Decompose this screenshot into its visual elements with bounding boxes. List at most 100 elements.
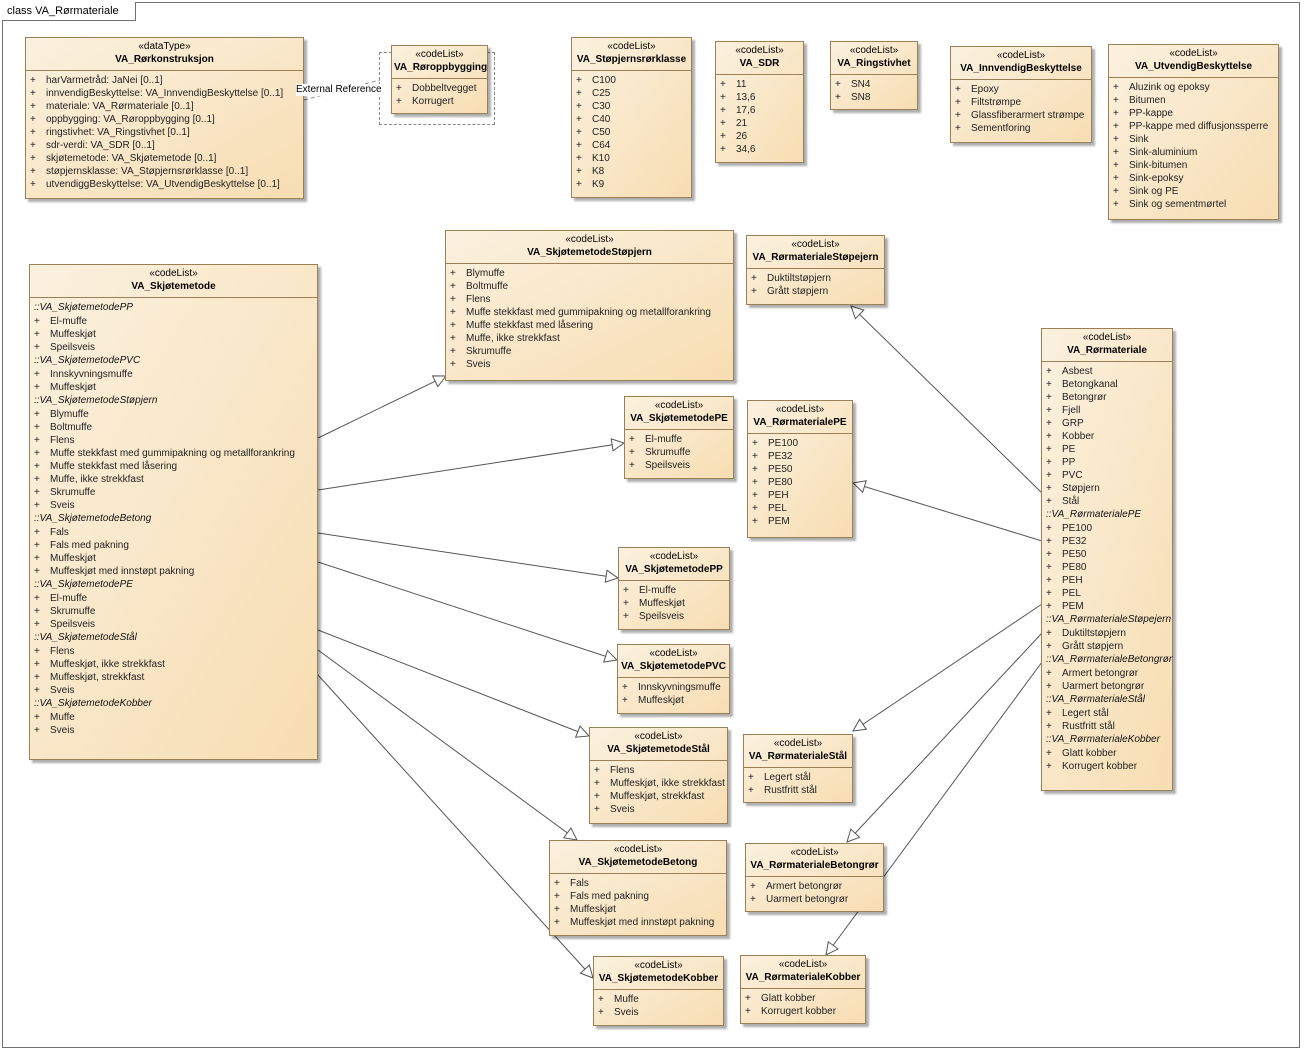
list-item: +Sveis	[34, 684, 314, 697]
plus-marker: +	[1046, 496, 1052, 507]
class-va-ringstivhet[interactable]: «codeList»VA_Ringstivhet+SN4+SN8	[830, 41, 918, 110]
plus-marker: +	[720, 79, 726, 90]
plus-marker: +	[1046, 483, 1052, 494]
class-va-skjotemetode-kobber[interactable]: «codeList»VA_SkjøtemetodeKobber+Muffe+Sv…	[593, 956, 724, 1026]
item-label: Muffeskjøt med innstøpt pakning	[570, 917, 715, 928]
class-va-skjotemetode-pp[interactable]: «codeList»VA_SkjøtemetodePP+El-muffe+Muf…	[618, 547, 730, 630]
class-va-rormateriale-stopejern[interactable]: «codeList»VA_RørmaterialeStøpejern+Dukti…	[746, 235, 885, 305]
list-item: +C25	[576, 87, 688, 100]
class-va-rormateriale-betongror[interactable]: «codeList»VA_RørmaterialeBetongrør+Armer…	[745, 843, 884, 912]
class-va-rormateriale-kobber[interactable]: «codeList»VA_RørmaterialeKobber+Glatt ko…	[740, 955, 866, 1024]
list-item: +Grått støpjern	[1046, 640, 1169, 653]
plus-marker: +	[1046, 641, 1052, 652]
item-label: Armert betongrør	[766, 881, 843, 892]
plus-marker: +	[34, 646, 40, 657]
item-label: C25	[592, 88, 611, 99]
plus-marker: +	[576, 114, 582, 125]
list-item: +Muffe stekkfast med låsering	[450, 319, 730, 332]
item-label: Kobber	[1062, 431, 1095, 442]
list-item: +Epoxy	[955, 83, 1088, 96]
item-label: PE50	[768, 464, 793, 475]
plus-marker: +	[30, 140, 36, 151]
list-item: +Innskyvningsmuffe	[34, 368, 314, 381]
list-item: +utvendiggBeskyttelse: VA_UtvendigBeskyt…	[30, 178, 300, 191]
class-header: «codeList»VA_SkjøtemetodeKobber	[594, 957, 723, 990]
list-item: +PEM	[752, 515, 849, 528]
list-item: +K8	[576, 165, 688, 178]
diagram-title: class VA_Rørmateriale	[2, 2, 136, 21]
plus-marker: +	[396, 96, 402, 107]
plus-marker: +	[34, 435, 40, 446]
item-label: Grått støpjern	[767, 286, 829, 297]
class-va-skjotemetode[interactable]: «codeList»VA_Skjøtemetode::VA_Skjøtemeto…	[29, 264, 318, 760]
item-label: ringstivhet: VA_Ringstivhet [0..1]	[46, 127, 190, 138]
plus-marker: +	[1113, 173, 1119, 184]
class-va-sdr[interactable]: «codeList»VA_SDR+11+13,6+17,6+21+26+34,6	[715, 41, 804, 163]
item-label: Uarmert betongrør	[1062, 681, 1145, 692]
class-va-skjotemetode-stal[interactable]: «codeList»VA_SkjøtemetodeStål+Flens+Muff…	[589, 727, 728, 824]
class-va-innvendigbeskyttelse[interactable]: «codeList»VA_InnvendigBeskyttelse+Epoxy+…	[950, 46, 1092, 143]
group-label: ::VA_SkjøtemetodePVC	[34, 355, 141, 366]
list-item: +21	[720, 117, 800, 130]
plus-marker: +	[1046, 668, 1052, 679]
class-body: +Blymuffe+Boltmuffe+Flens+Muffe stekkfas…	[446, 264, 733, 375]
class-stereotype: «codeList»	[634, 960, 683, 971]
item-label: Sveis	[50, 685, 75, 696]
list-item: +PEL	[1046, 587, 1169, 600]
item-label: PP-kappe med diffusjonssperre	[1129, 121, 1269, 132]
plus-marker: +	[1046, 549, 1052, 560]
class-stereotype: «dataType»	[138, 41, 191, 52]
item-label: 17,6	[736, 105, 756, 116]
plus-marker: +	[576, 75, 582, 86]
plus-marker: +	[1046, 562, 1052, 573]
class-va-utvendigbeskyttelse[interactable]: «codeList»VA_UtvendigBeskyttelse+Aluzink…	[1108, 44, 1279, 220]
class-va-rorkonstruksjon[interactable]: «dataType»VA_Rørkonstruksjon+harVarmetrå…	[25, 37, 304, 199]
plus-marker: +	[623, 585, 629, 596]
class-va-stopjernsrorklasse[interactable]: «codeList»VA_Støpjernsrørklasse+C100+C25…	[571, 37, 692, 198]
item-label: Boltmuffe	[50, 422, 93, 433]
item-label: Glatt kobber	[761, 993, 816, 1004]
item-label: innvendigBeskyttelse: VA_InnvendigBeskyt…	[46, 88, 284, 99]
realization-skjotemetode-pvc	[317, 561, 617, 660]
item-label: C40	[592, 114, 611, 125]
item-label: Speilsveis	[50, 342, 96, 353]
list-item: +Muffe	[598, 993, 720, 1006]
class-body: +Legert stål+Rustfritt stål	[744, 768, 852, 801]
class-name: VA_SkjøtemetodePP	[625, 564, 723, 575]
list-item: +Innskyvningsmuffe	[622, 681, 726, 694]
class-name: VA_Skjøtemetode	[131, 281, 216, 292]
list-item: +Speilsveis	[34, 341, 314, 354]
class-va-skjotemetode-pvc[interactable]: «codeList»VA_SkjøtemetodePVC+Innskyvning…	[617, 644, 730, 714]
list-item: +Skrumuffe	[450, 345, 730, 358]
item-label: K9	[592, 179, 605, 190]
plus-marker: +	[576, 101, 582, 112]
class-header: «codeList»VA_SkjøtemetodeBetong	[550, 841, 726, 874]
item-label: Boltmuffe	[466, 281, 509, 292]
class-header: «codeList»VA_InnvendigBeskyttelse	[951, 47, 1091, 80]
list-item: +Muffe	[34, 711, 314, 724]
class-va-skjotemetode-betong[interactable]: «codeList»VA_SkjøtemetodeBetong+Fals+Fal…	[549, 840, 727, 936]
plus-marker: +	[30, 75, 36, 86]
item-label: Muffeskjøt, strekkfast	[610, 791, 705, 802]
list-item: +innvendigBeskyttelse: VA_InnvendigBesky…	[30, 87, 300, 100]
list-item: +Muffeskjøt med innstøpt pakning	[554, 916, 723, 929]
item-label: Skrumuffe	[50, 606, 96, 617]
class-va-rormateriale-stal[interactable]: «codeList»VA_RørmaterialeStål+Legert stå…	[743, 734, 853, 803]
realization-skjotemetode-pp	[317, 532, 618, 578]
plus-marker: +	[34, 606, 40, 617]
class-va-skjotemetode-pe[interactable]: «codeList»VA_SkjøtemetodePE+El-muffe+Skr…	[624, 396, 734, 479]
plus-marker: +	[34, 474, 40, 485]
class-va-rormateriale-pe[interactable]: «codeList»VA_RørmaterialePE+PE100+PE32+P…	[747, 400, 853, 538]
class-va-rormateriale[interactable]: «codeList»VA_Rørmateriale+Asbest+Betongk…	[1041, 328, 1173, 791]
class-name: VA_Ringstivhet	[837, 58, 911, 69]
list-item: +Muffeskjøt, ikke strekkfast	[34, 658, 314, 671]
class-stereotype: «codeList»	[735, 45, 784, 56]
class-va-skjotemetode-stopjern[interactable]: «codeList»VA_SkjøtemetodeStøpjern+Blymuf…	[445, 230, 734, 381]
item-label: PE100	[1062, 523, 1093, 534]
plus-marker: +	[34, 409, 40, 420]
class-header: «codeList»VA_Ringstivhet	[831, 42, 917, 75]
class-va-roroppbygging[interactable]: «codeList»VA_Røroppbygging+Dobbeltvegget…	[391, 45, 488, 114]
item-label: El-muffe	[639, 585, 677, 596]
plus-marker: +	[554, 891, 560, 902]
item-label: Sveis	[614, 1007, 639, 1018]
